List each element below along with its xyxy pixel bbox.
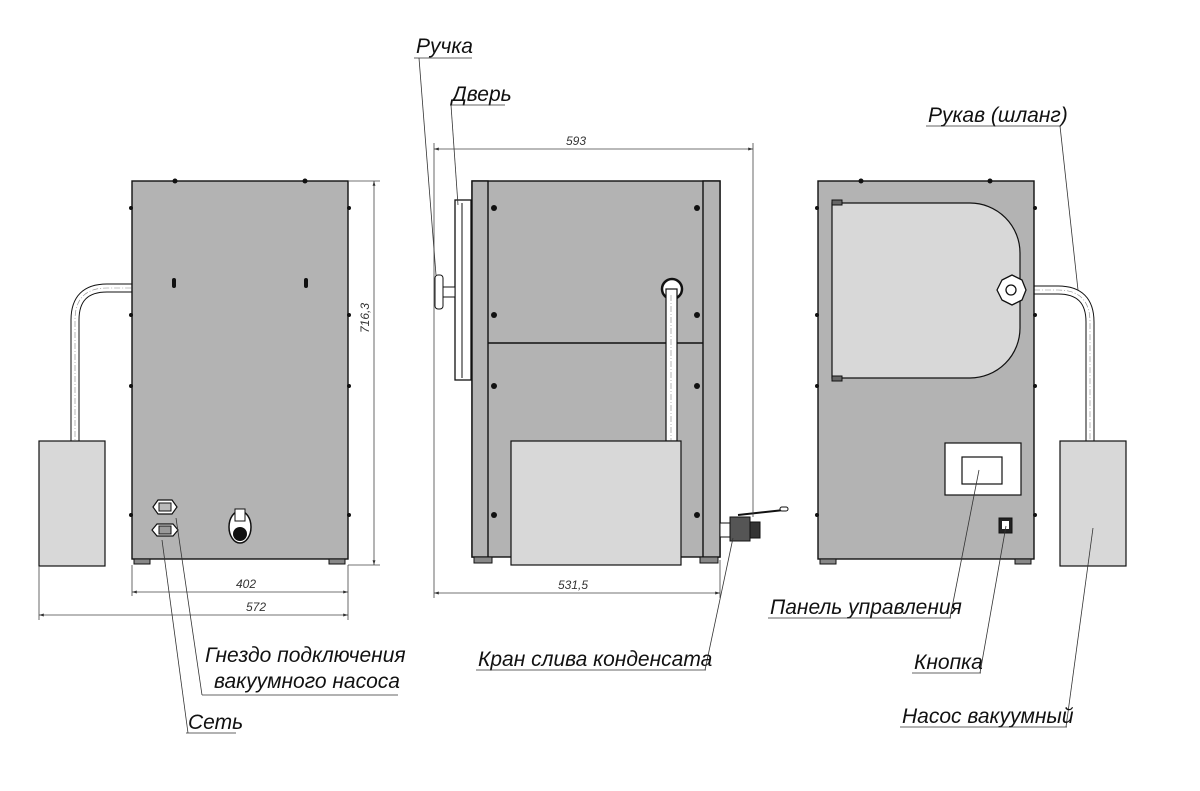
drain-port: [228, 508, 252, 544]
door-handle: [434, 274, 456, 310]
rear-panel: [131, 180, 349, 560]
label-mains: Сеть: [188, 711, 243, 734]
label-vacuum-socket: Гнездо подключения: [205, 644, 406, 667]
svg-text:716,3: 716,3: [358, 303, 372, 333]
label-hose: Рукав (шланг): [928, 104, 1068, 127]
vacuum-socket: [152, 499, 178, 515]
rear-view: 716,3 402 572 Гнездо подключения вакуумн…: [38, 178, 406, 734]
feet: [133, 558, 346, 565]
vacuum-hose: [70, 283, 132, 441]
svg-text:402: 402: [236, 577, 256, 591]
label-vacuum-socket-2: вакуумного насоса: [214, 670, 400, 693]
side-bolts: [129, 178, 351, 517]
vacuum-pump: [510, 440, 682, 566]
label-control-panel: Панель управления: [770, 596, 962, 619]
door: [454, 199, 472, 381]
front-view: Рукав (шланг) Панель управления Кнопка Н…: [768, 104, 1127, 728]
dimension-total-width: 572: [38, 566, 348, 620]
door-window: [831, 202, 1021, 379]
svg-text:531,5: 531,5: [558, 578, 588, 592]
vacuum-pump: [1059, 440, 1127, 567]
dimension-body-width: 402: [131, 565, 349, 620]
drain-valve: [719, 506, 789, 542]
side-view: 593 531,5 Ручка Дверь Кран слива конденс…: [414, 35, 789, 671]
side-bolts: [815, 178, 1037, 517]
hose-vertical: [665, 288, 678, 442]
label-vacuum-pump: Насос вакуумный: [902, 705, 1074, 728]
svg-text:593: 593: [566, 134, 586, 148]
mains-socket: [151, 523, 179, 537]
door-knob: [996, 274, 1027, 306]
label-door: Дверь: [450, 83, 512, 106]
label-handle: Ручка: [416, 35, 473, 58]
svg-text:572: 572: [246, 600, 266, 614]
display-screen: [961, 456, 1003, 485]
dimension-depth-total: 593: [433, 134, 754, 598]
control-panel: [944, 442, 1022, 496]
vacuum-pump: [38, 440, 106, 567]
panel-bolts: [491, 205, 700, 518]
label-drain-valve: Кран слива конденсата: [478, 648, 712, 671]
dimension-height: 716,3: [348, 180, 380, 566]
label-button: Кнопка: [914, 651, 983, 674]
dimension-depth-body: 531,5: [434, 560, 721, 598]
